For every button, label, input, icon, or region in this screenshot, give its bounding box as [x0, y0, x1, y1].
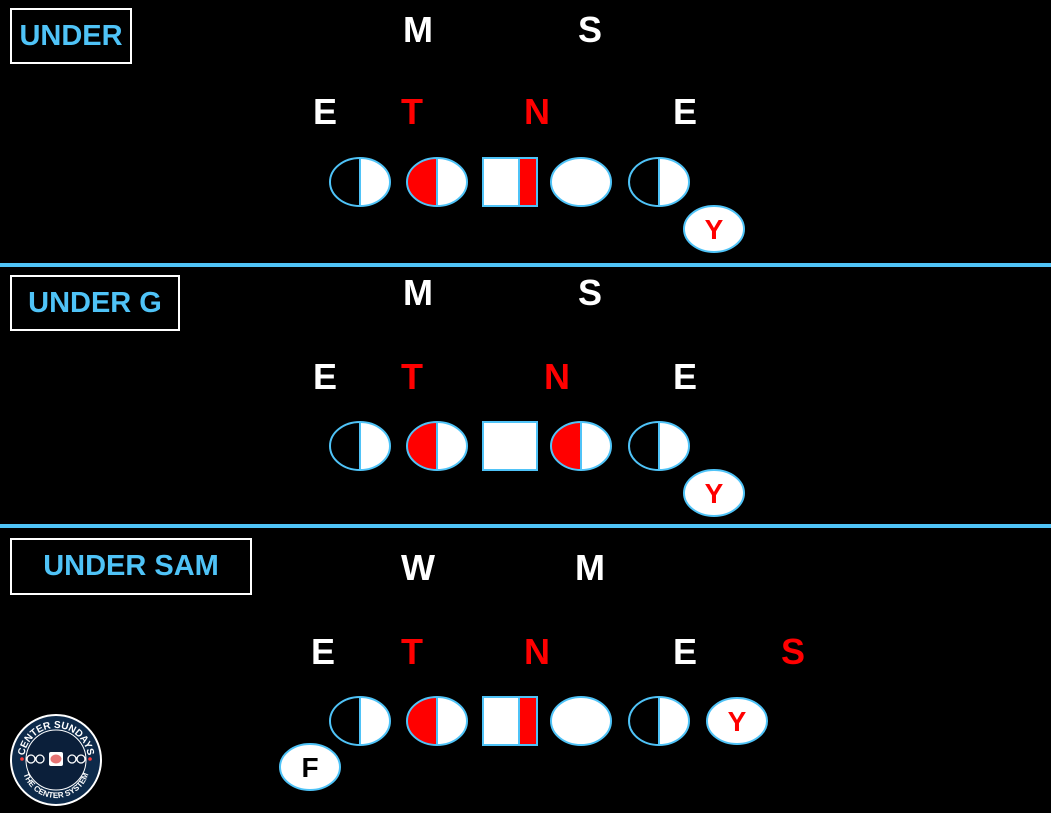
front-label: E: [312, 356, 338, 397]
center-sundays-logo: CENTER SUNDAYS THE CENTER SYSTEM: [10, 714, 102, 806]
panel-title-under-sam: UNDER SAM: [10, 538, 252, 595]
lb-label: S: [577, 272, 603, 313]
lb-label: S: [577, 9, 603, 50]
player-3-1-outline: [329, 696, 391, 746]
front-label: E: [310, 631, 336, 672]
player-3-3-red: [519, 697, 537, 745]
y-player-2: [683, 469, 745, 517]
player-3-5-outline: [628, 696, 690, 746]
lb-label: M: [403, 9, 433, 50]
y-player-2-label: Y: [705, 478, 724, 509]
player-2-3-outline: [482, 421, 538, 471]
player-1-5-half: [629, 158, 659, 206]
player-2-3: [483, 422, 537, 470]
player-2-2-outline: [406, 421, 468, 471]
player-3-3-outline: [482, 696, 538, 746]
player-2-4-outline: [550, 421, 612, 471]
player-3-2-half: [407, 697, 437, 745]
player-1-2-outline: [406, 157, 468, 207]
player-3-1-half: [330, 697, 360, 745]
brain-icon: [49, 752, 63, 766]
player-3-2-outline: [406, 696, 468, 746]
player-1-3-outline: [482, 157, 538, 207]
panel-divider: [0, 524, 1051, 528]
player-1-1-half: [330, 158, 360, 206]
player-2-5-half: [629, 422, 659, 470]
y-player-1: [683, 205, 745, 253]
player-2-1-half: [330, 422, 360, 470]
player-2-4-half: [551, 422, 581, 470]
lb-label: W: [401, 547, 435, 588]
player-3-4: [551, 697, 611, 745]
front-label: T: [401, 631, 423, 672]
player-1-5-outline: [628, 157, 690, 207]
y-player-3-label: Y: [728, 706, 747, 737]
panel-title-under: UNDER: [10, 8, 132, 64]
player-2-5-outline: [628, 421, 690, 471]
player-1-2-half: [407, 158, 437, 206]
front-label: E: [672, 631, 698, 672]
front-label: E: [672, 91, 698, 132]
f-player-3-label: F: [301, 752, 318, 783]
player-2-2-half: [407, 422, 437, 470]
panel-title-under-g: UNDER G: [10, 275, 180, 331]
front-label: N: [544, 356, 570, 397]
lb-label: M: [575, 547, 605, 588]
front-label: E: [312, 91, 338, 132]
front-label: T: [401, 91, 423, 132]
player-1-4: [551, 158, 611, 206]
front-label-extra: S: [780, 631, 806, 672]
front-label: T: [401, 356, 423, 397]
front-label: E: [672, 356, 698, 397]
y-player-1-label: Y: [705, 214, 724, 245]
y-player-3: [706, 697, 768, 745]
player-1-4-outline: [550, 157, 612, 207]
lb-label: M: [403, 272, 433, 313]
front-label: N: [524, 91, 550, 132]
player-1-3-red: [519, 158, 537, 206]
player-3-4-outline: [550, 696, 612, 746]
front-label: N: [524, 631, 550, 672]
player-2-1-outline: [329, 421, 391, 471]
player-3-5-half: [629, 697, 659, 745]
panel-divider: [0, 263, 1051, 267]
player-1-1-outline: [329, 157, 391, 207]
f-player-3: [279, 743, 341, 791]
